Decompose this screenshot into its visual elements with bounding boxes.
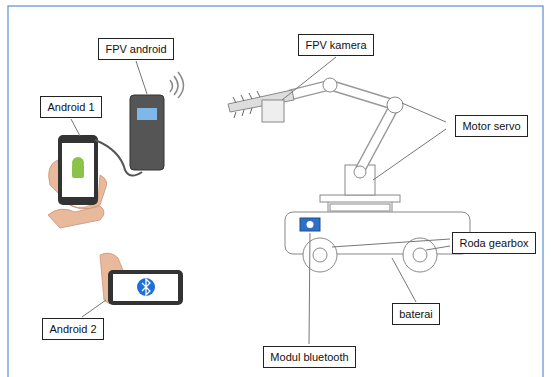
callout-label: Modul bluetooth <box>270 351 348 364</box>
callout-label: FPV android <box>105 43 166 56</box>
callout-box: Android 1 <box>40 96 102 118</box>
callout-label: Android 2 <box>49 323 96 336</box>
callout-label: baterai <box>399 308 433 321</box>
callout-label: Motor servo <box>462 120 520 133</box>
callout-box: FPV kamera <box>298 34 374 56</box>
frame <box>8 6 543 377</box>
callout-label: Roda gearbox <box>459 237 528 250</box>
callout-box: Modul bluetooth <box>263 346 356 368</box>
callout-box: Roda gearbox <box>452 232 536 254</box>
bluetooth-phone <box>100 253 183 305</box>
callout-box: FPV android <box>98 38 174 60</box>
callout-box: baterai <box>392 303 440 325</box>
callout-box: Android 2 <box>42 318 104 340</box>
callout-label: FPV kamera <box>305 39 366 52</box>
robot <box>228 78 470 272</box>
leader-lines <box>71 57 450 344</box>
phone-in-hand <box>48 135 142 228</box>
callout-box: Motor servo <box>455 115 528 137</box>
callout-label: Android 1 <box>47 101 94 114</box>
fpv-device <box>130 72 184 170</box>
